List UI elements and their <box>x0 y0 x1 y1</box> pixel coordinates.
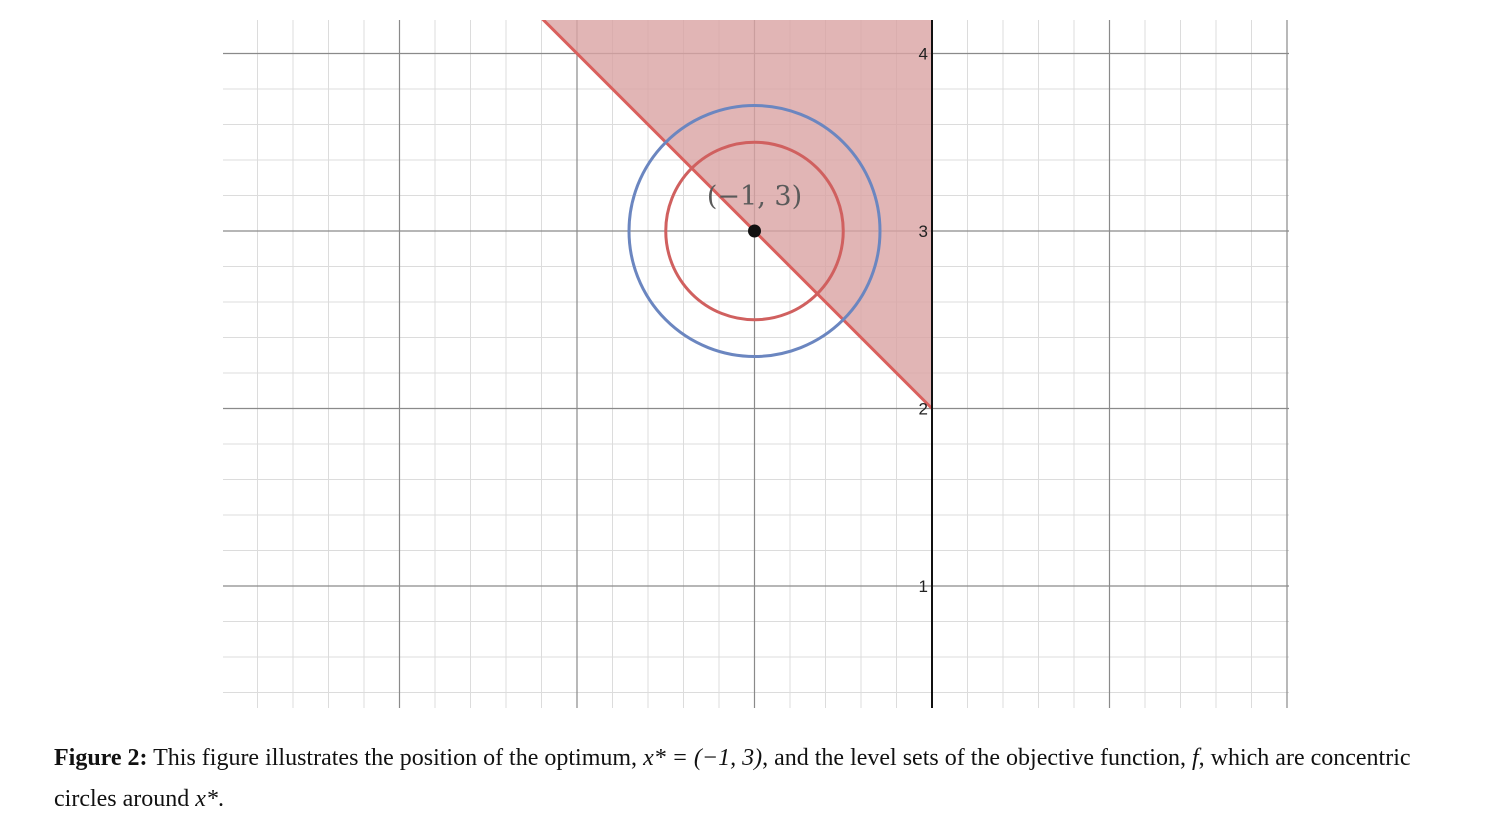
level-set-outer <box>627 104 882 358</box>
optimum-point <box>748 224 761 238</box>
optimum-point-label: (−1, 3) <box>707 181 802 212</box>
caption-math-xstar: x* <box>195 786 218 812</box>
level-set-inner <box>664 140 845 322</box>
caption-figure-label: Figure 2: <box>54 745 148 771</box>
y-tick-label: 2 <box>919 400 928 419</box>
caption-text-1: This figure illustrates the position of … <box>147 745 644 771</box>
caption-text-3: , which are concentric circles around <box>54 745 1411 812</box>
y-tick-labels: 1 2 3 4 <box>919 45 928 597</box>
caption-text-2: , and the level sets of the objective fu… <box>762 745 1192 771</box>
figure-caption: Figure 2: This figure illustrates the po… <box>54 738 1464 820</box>
caption-text-4: . <box>217 786 224 812</box>
y-tick-label: 1 <box>919 577 928 596</box>
figure-plot: 1 2 3 4 (−1, 3) <box>223 20 1289 708</box>
y-tick-label: 4 <box>919 45 928 64</box>
constraint-boundary-line <box>541 20 934 410</box>
caption-math-optimum: x* = (−1, 3) <box>643 745 763 771</box>
caption-math-f: f <box>1191 745 1199 771</box>
y-tick-label: 3 <box>919 222 928 241</box>
